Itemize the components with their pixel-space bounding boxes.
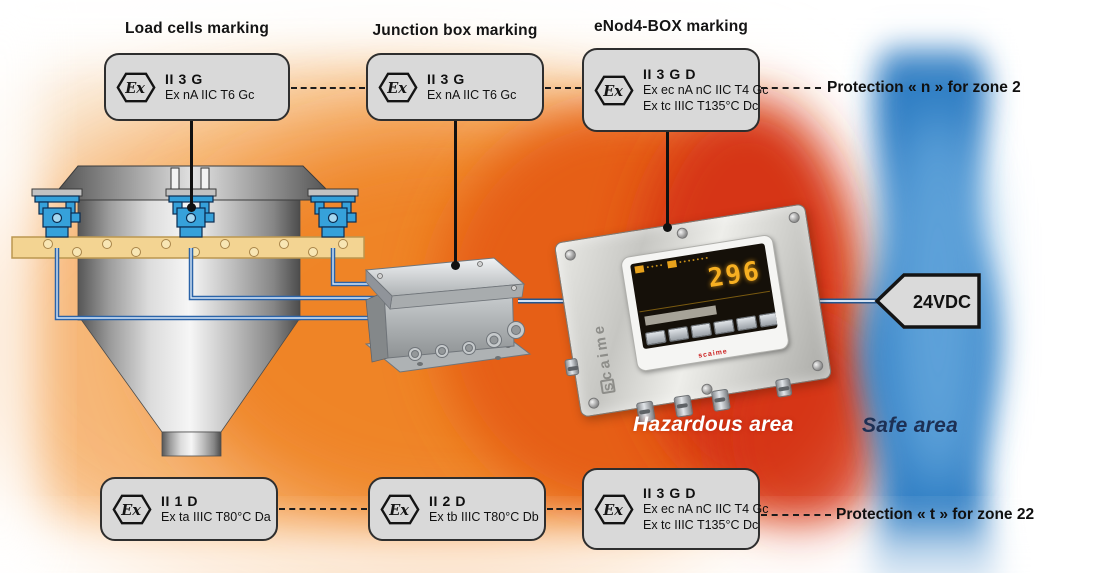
screw-icon	[675, 226, 689, 240]
hazardous-area-label: Hazardous area	[633, 413, 794, 436]
atex-ex-icon: Ex	[378, 72, 418, 102]
ex-label: Ex	[602, 501, 623, 518]
cable-gland-icon	[710, 388, 731, 412]
ex-label: Ex	[388, 501, 409, 518]
screw-icon	[564, 248, 577, 262]
marking-box-junction-dust: Ex II 2 D Ex tb IIIC T80°C Db	[368, 477, 546, 541]
junction-box	[364, 257, 532, 373]
atex-code: Ex ta IIIC T80°C Da	[161, 509, 271, 524]
cable-gland-icon	[774, 377, 793, 398]
scaime-brand-side: scaime	[589, 321, 618, 393]
ex-label: Ex	[124, 79, 145, 96]
enod-display-bezel: ••••••••••• 296 scaime	[619, 233, 791, 373]
marking-box-junction-gas: Ex II 3 G Ex nA IIC T6 Gc	[366, 53, 544, 121]
power-arrow: 24VDC	[874, 273, 981, 329]
power-label: 24VDC	[913, 292, 971, 312]
atex-code: Ex ec nA nC IIC T4 Gc	[643, 82, 769, 97]
screw-icon	[787, 211, 801, 224]
atex-category: II 2 D	[429, 492, 467, 509]
enod-touchscreen: ••••••••••• 296	[629, 243, 778, 350]
atex-ex-icon: Ex	[116, 72, 156, 102]
atex-code: Ex tb IIIC T80°C Db	[429, 509, 539, 524]
dashed-connector	[279, 508, 367, 510]
atex-code: Ex tc IIIC T135°C Dc	[643, 99, 759, 113]
support-beam	[11, 236, 365, 259]
safe-area-label: Safe area	[862, 414, 959, 437]
atex-ex-icon: Ex	[594, 75, 634, 105]
pointer-dot	[187, 203, 196, 212]
pointer-line-junction	[454, 121, 457, 264]
dashed-connector	[291, 87, 365, 89]
atex-code: Ex nA IIC T6 Gc	[165, 87, 255, 102]
atex-ex-icon: Ex	[594, 494, 634, 524]
pointer-dot	[451, 261, 460, 270]
ex-label: Ex	[602, 82, 623, 99]
protection-note-zone22: Protection « t » for zone 22	[836, 506, 1035, 523]
atex-category: II 3 G D	[643, 484, 697, 501]
weight-display-value: 296	[705, 256, 763, 295]
pointer-dot	[663, 223, 672, 232]
title-enod4-box-marking: eNod4-BOX marking	[593, 18, 749, 35]
screw-icon	[811, 359, 824, 372]
enod4-box-device: scaime ••••••••••• 296 scaime	[553, 203, 833, 424]
atex-category: II 1 D	[161, 492, 199, 509]
atex-category: II 3 G D	[643, 65, 697, 82]
atex-code: Ex tc IIIC T135°C Dc	[643, 518, 759, 532]
atex-ex-icon: Ex	[112, 494, 152, 524]
load-cell-right	[307, 188, 359, 238]
atex-category: II 3 G	[427, 70, 465, 87]
marking-box-enod-gas-dust: Ex II 3 G D Ex ec nA nC IIC T4 Gc Ex tc …	[582, 48, 769, 132]
title-load-cells-marking: Load cells marking	[124, 20, 269, 37]
marking-box-enod-dust: Ex II 3 G D Ex ec nA nC IIC T4 Gc Ex tc …	[582, 468, 769, 550]
atex-ex-icon: Ex	[380, 494, 420, 524]
atex-category: II 3 G	[165, 70, 203, 87]
ex-label: Ex	[386, 79, 407, 96]
hopper-cone	[79, 317, 301, 457]
screw-icon	[587, 396, 601, 410]
scaime-logo-icon	[599, 378, 616, 395]
atex-code: Ex ec nA nC IIC T4 Gc	[643, 501, 769, 516]
protection-note-zone2: Protection « n » for zone 2	[827, 79, 1021, 96]
load-cell-left	[31, 188, 83, 238]
cable-gland-icon	[564, 357, 580, 377]
ex-label: Ex	[120, 501, 141, 518]
cable-glands	[408, 321, 525, 361]
dashed-connector	[545, 87, 581, 89]
marking-box-loadcells-gas: Ex II 3 G Ex nA IIC T6 Gc	[104, 53, 290, 121]
dashed-connector	[547, 508, 581, 510]
dashed-connector	[761, 514, 831, 516]
pointer-line-enod	[666, 132, 669, 226]
screen-status-bar: •••••••••••	[634, 255, 711, 274]
pointer-line-loadcell	[190, 121, 193, 206]
dashed-connector	[761, 87, 821, 89]
atex-code: Ex nA IIC T6 Gc	[427, 87, 517, 102]
marking-box-loadcells-dust: Ex II 1 D Ex ta IIIC T80°C Da	[100, 477, 278, 541]
title-junction-box-marking: Junction box marking	[372, 22, 538, 39]
